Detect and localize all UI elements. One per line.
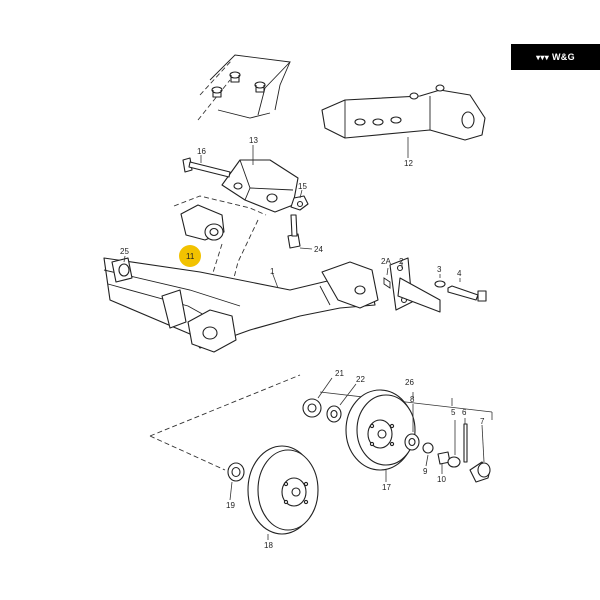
- callout-18: 18: [264, 541, 273, 550]
- callout-8: 8: [410, 395, 415, 404]
- callout-labels: 1 2 2A 3 4 5 6 7 8 9 10 11 12 13 15 16 1…: [120, 136, 485, 550]
- callout-2a: 2A: [381, 257, 391, 266]
- callout-13: 13: [249, 136, 258, 145]
- callout-1: 1: [270, 267, 275, 276]
- callout-10: 10: [437, 475, 446, 484]
- callout-16: 16: [197, 147, 206, 156]
- brake-disc-18-assembly: [227, 445, 319, 540]
- callout-7: 7: [480, 417, 485, 426]
- callout-17: 17: [382, 483, 391, 492]
- callout-24: 24: [314, 245, 323, 254]
- callout-26: 26: [405, 378, 414, 387]
- callout-2: 2: [399, 257, 404, 266]
- callout-21: 21: [335, 369, 344, 378]
- brand-name: W&G: [552, 52, 575, 62]
- callout-25: 25: [120, 247, 129, 256]
- mounting-bracket-12: [321, 84, 486, 158]
- callout-6: 6: [462, 408, 467, 417]
- callout-3: 3: [437, 265, 442, 274]
- axle-beam-1: [103, 255, 379, 353]
- chevron-logo-icon: ▾▾▾: [536, 52, 550, 62]
- callout-11: 11: [186, 252, 195, 261]
- stub-axle-assembly: [383, 257, 487, 313]
- callout-4: 4: [457, 269, 462, 278]
- brake-drum-17-assembly: [149, 374, 493, 483]
- bracket-13-assembly: [182, 145, 313, 250]
- body-mount-section: [197, 54, 291, 121]
- callout-22: 22: [356, 375, 365, 384]
- callout-19: 19: [226, 501, 235, 510]
- callout-12: 12: [404, 159, 413, 168]
- brand-logo: ▾▾▾ W&G: [511, 44, 600, 70]
- callout-15: 15: [298, 182, 307, 191]
- highlight-marker: [179, 245, 201, 267]
- callout-9: 9: [423, 467, 428, 476]
- callout-5: 5: [451, 408, 456, 417]
